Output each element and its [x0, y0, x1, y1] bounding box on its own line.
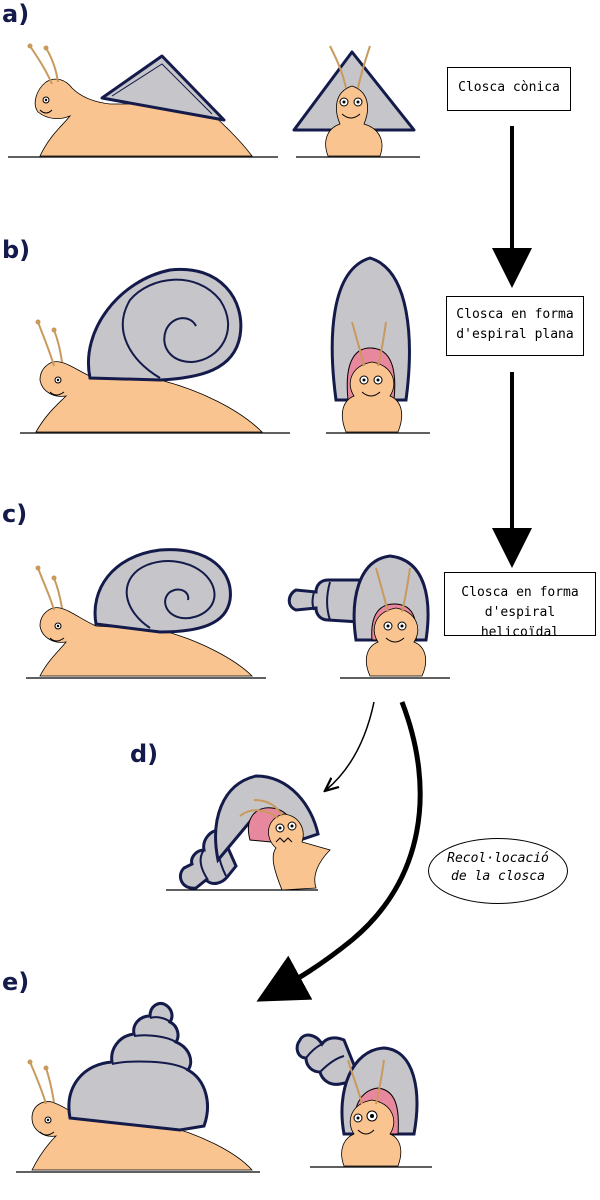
panel-label-b: b) [2, 236, 31, 264]
snail-b-front [326, 256, 430, 434]
panel-label-a: a) [2, 0, 30, 28]
snail-b-side [20, 267, 290, 434]
relocation-line1: Recol·locació [447, 851, 549, 866]
snail-e-side [16, 1002, 260, 1173]
stage-planispiral-line1: Closca en forma [456, 307, 574, 322]
stage-helicoidal-line1: Closca en forma [461, 585, 579, 600]
panel-label-e: e) [2, 968, 30, 996]
snail-d-twisted [166, 774, 331, 891]
stage-helicoidal-line2: d'espiral helicoïdal [480, 605, 560, 640]
panel-label-c: c) [2, 500, 28, 528]
snail-a-side [8, 43, 278, 158]
snail-e-front [295, 1033, 432, 1168]
stage-box-helicoidal: Closca en forma d'espiral helicoïdal [444, 572, 596, 640]
relocation-oval: Recol·locació de la closca [428, 838, 568, 904]
snail-a-front [292, 45, 420, 158]
snail-c-side [26, 548, 266, 679]
stage-conical-label: Closca cònica [458, 80, 560, 95]
snail-c-front [287, 554, 450, 679]
panel-label-d: d) [130, 740, 159, 768]
arrow-c-to-d [326, 701, 375, 790]
stage-box-conical: Closca cònica [447, 67, 571, 111]
arrow-c-to-e [256, 701, 423, 1002]
stage-box-planispiral: Closca en forma d'espiral plana [446, 296, 584, 356]
stage-planispiral-line2: d'espiral plana [456, 327, 574, 342]
relocation-line2: de la closca [451, 869, 545, 884]
